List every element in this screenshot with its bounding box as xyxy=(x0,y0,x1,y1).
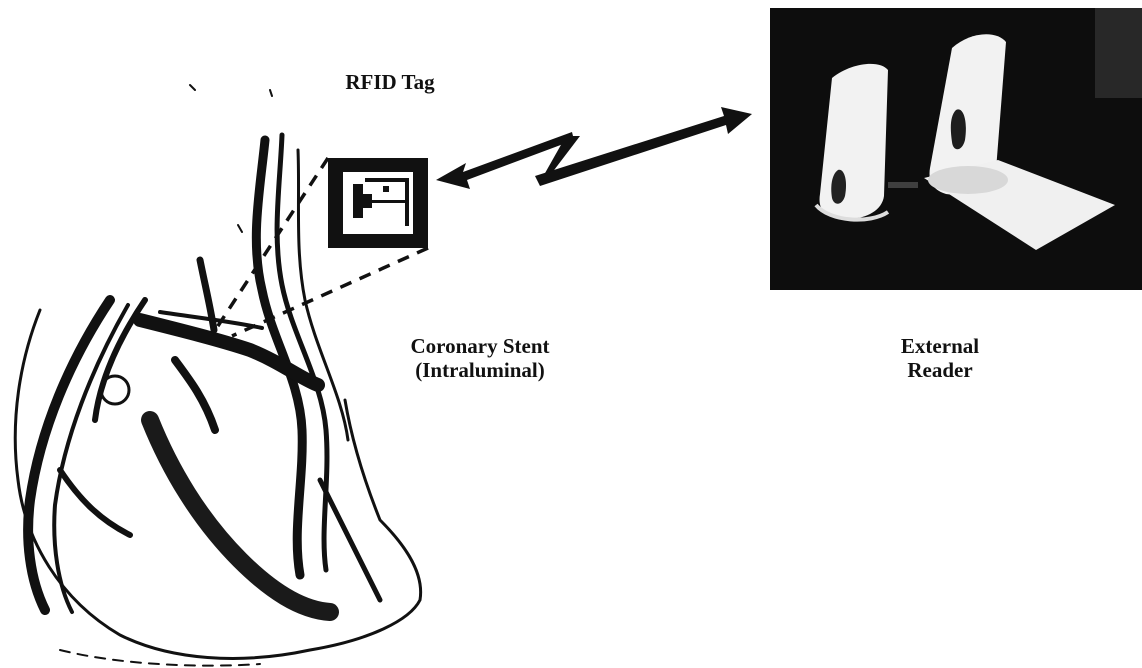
coronary-stent-label: Coronary Stent (Intraluminal) xyxy=(375,334,585,382)
rfid-tag-chip xyxy=(328,158,428,248)
rfid-tag-label: RFID Tag xyxy=(325,70,455,94)
external-reader-label: External Reader xyxy=(880,334,1000,382)
external-reader-label-line2: Reader xyxy=(880,358,1000,382)
coronary-stent-label-line2: (Intraluminal) xyxy=(375,358,585,382)
external-reader-label-line1: External xyxy=(880,334,1000,358)
rfid-tag-label-text: RFID Tag xyxy=(345,70,434,94)
coronary-stent-label-line1: Coronary Stent xyxy=(375,334,585,358)
wireless-link-arrow xyxy=(436,107,752,189)
reader-device-photo xyxy=(770,8,1142,290)
